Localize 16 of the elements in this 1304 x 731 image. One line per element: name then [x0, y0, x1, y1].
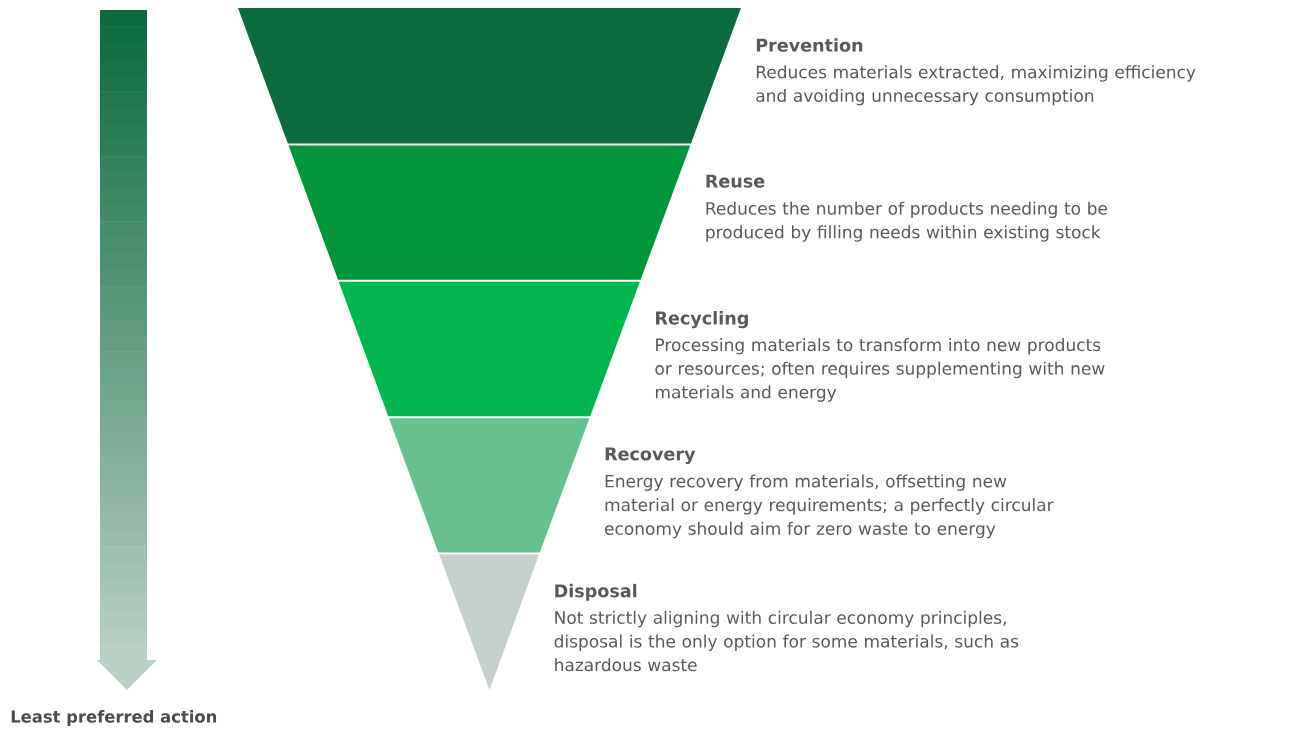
heading: Recovery — [605, 447, 696, 465]
axis-label: Least preferred action — [11, 710, 217, 726]
heading: Recycling — [656, 311, 748, 329]
description: Reduces materials extracted, maximizing efficiency and avoiding unnecessary consumption — [756, 65, 1196, 106]
triangle-band — [439, 554, 540, 690]
trapezoid-band — [388, 418, 590, 553]
heading: Disposal — [555, 583, 637, 601]
heading: Prevention — [756, 38, 863, 52]
trapezoid-band — [288, 145, 691, 280]
description: Reduces the number of products needing to be produced by filling needs within existing stock — [706, 201, 1108, 242]
trapezoid-band — [338, 281, 640, 417]
heading: Reuse — [706, 174, 765, 188]
description: Not strictly aligning with circular economy principles, disposal is the only option for some materials, such as hazardous waste — [554, 610, 1019, 672]
description: Processing materials to transform into new products or resources; often requires supplementing with new materials and energy — [655, 338, 1105, 402]
trapezoid-band — [238, 8, 741, 144]
description: Energy recovery from materials, offsetting new material or energy requirements; a perfectly circular economy should aim for zero waste to energy — [605, 474, 1054, 539]
